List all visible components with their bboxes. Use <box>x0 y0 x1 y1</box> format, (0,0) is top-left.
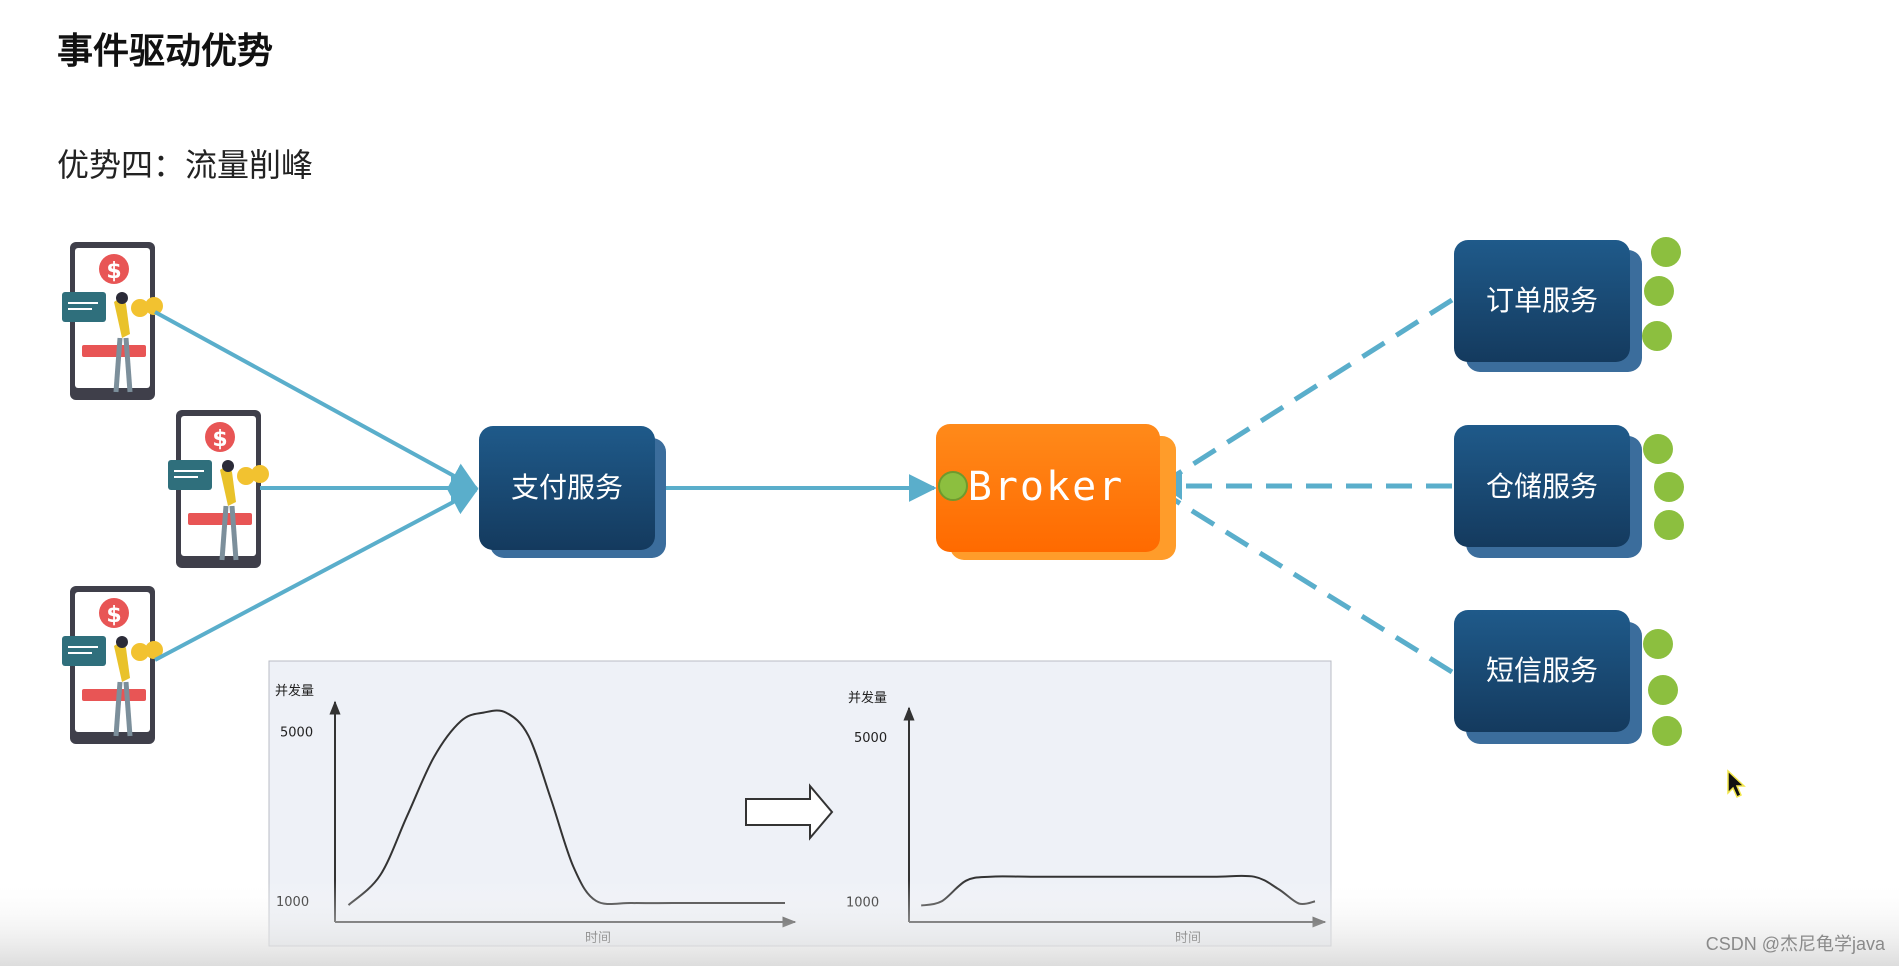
coin-icon <box>131 643 149 661</box>
dollar-icon <box>205 422 235 452</box>
chart-before-ytick-5000: 5000 <box>280 726 313 741</box>
chart-before-y-label: 并发量 <box>275 683 314 699</box>
transform-arrow-icon <box>745 783 834 841</box>
chart-after-y-label: 并发量 <box>848 690 887 706</box>
broker-label: Broker <box>968 464 1125 510</box>
event-dot-icon <box>1652 716 1682 746</box>
user-phone-2: $ <box>168 410 269 568</box>
order-service-node: 订单服务 <box>1454 237 1681 372</box>
user-phone-3: $ <box>62 586 163 744</box>
page-title: 事件驱动优势 <box>57 31 274 72</box>
credit-card-icon <box>168 460 212 490</box>
svg-text:$: $ <box>106 259 121 284</box>
mouse-cursor-icon <box>1727 769 1746 799</box>
section-subtitle: 优势四：流量削峰 <box>57 146 314 184</box>
credit-card-icon <box>62 636 106 666</box>
user-phone-1: $ <box>62 242 163 400</box>
order-service-label: 订单服务 <box>1486 284 1598 317</box>
storage-service-node: 仓储服务 <box>1454 425 1684 558</box>
event-dot-icon <box>1642 321 1672 351</box>
coin-icon <box>237 467 255 485</box>
connector-order-broker <box>1166 297 1454 483</box>
bottom-shade <box>0 880 1899 966</box>
svg-text:$: $ <box>212 427 227 452</box>
event-dot-icon <box>1643 629 1673 659</box>
event-dot-icon <box>1644 276 1674 306</box>
event-dot-icon <box>1654 510 1684 540</box>
event-dot-icon <box>938 471 968 501</box>
event-dot-icon <box>1651 237 1681 267</box>
chart-after-ytick-5000: 5000 <box>854 731 887 746</box>
dollar-icon <box>99 598 129 628</box>
broker-node: Broker <box>936 424 1176 560</box>
event-dot-icon <box>1643 434 1673 464</box>
storage-service-label: 仓储服务 <box>1486 470 1598 503</box>
connector-sms-broker <box>1166 493 1454 675</box>
event-dot-icon <box>1654 472 1684 502</box>
event-dot-icon <box>1648 675 1678 705</box>
sms-service-node: 短信服务 <box>1454 610 1682 746</box>
service-to-broker-connectors <box>1166 297 1454 675</box>
payment-service-label: 支付服务 <box>511 471 623 504</box>
svg-text:$: $ <box>106 603 121 628</box>
coin-icon <box>131 299 149 317</box>
user-to-payment-connectors <box>154 310 937 662</box>
watermark: CSDN @杰尼龟学java <box>1705 934 1885 954</box>
sms-service-label: 短信服务 <box>1486 654 1598 687</box>
dollar-icon <box>99 254 129 284</box>
connector-user-3 <box>154 488 479 662</box>
connector-user-1 <box>154 310 479 490</box>
credit-card-icon <box>62 292 106 322</box>
payment-service-node: 支付服务 <box>479 426 666 558</box>
